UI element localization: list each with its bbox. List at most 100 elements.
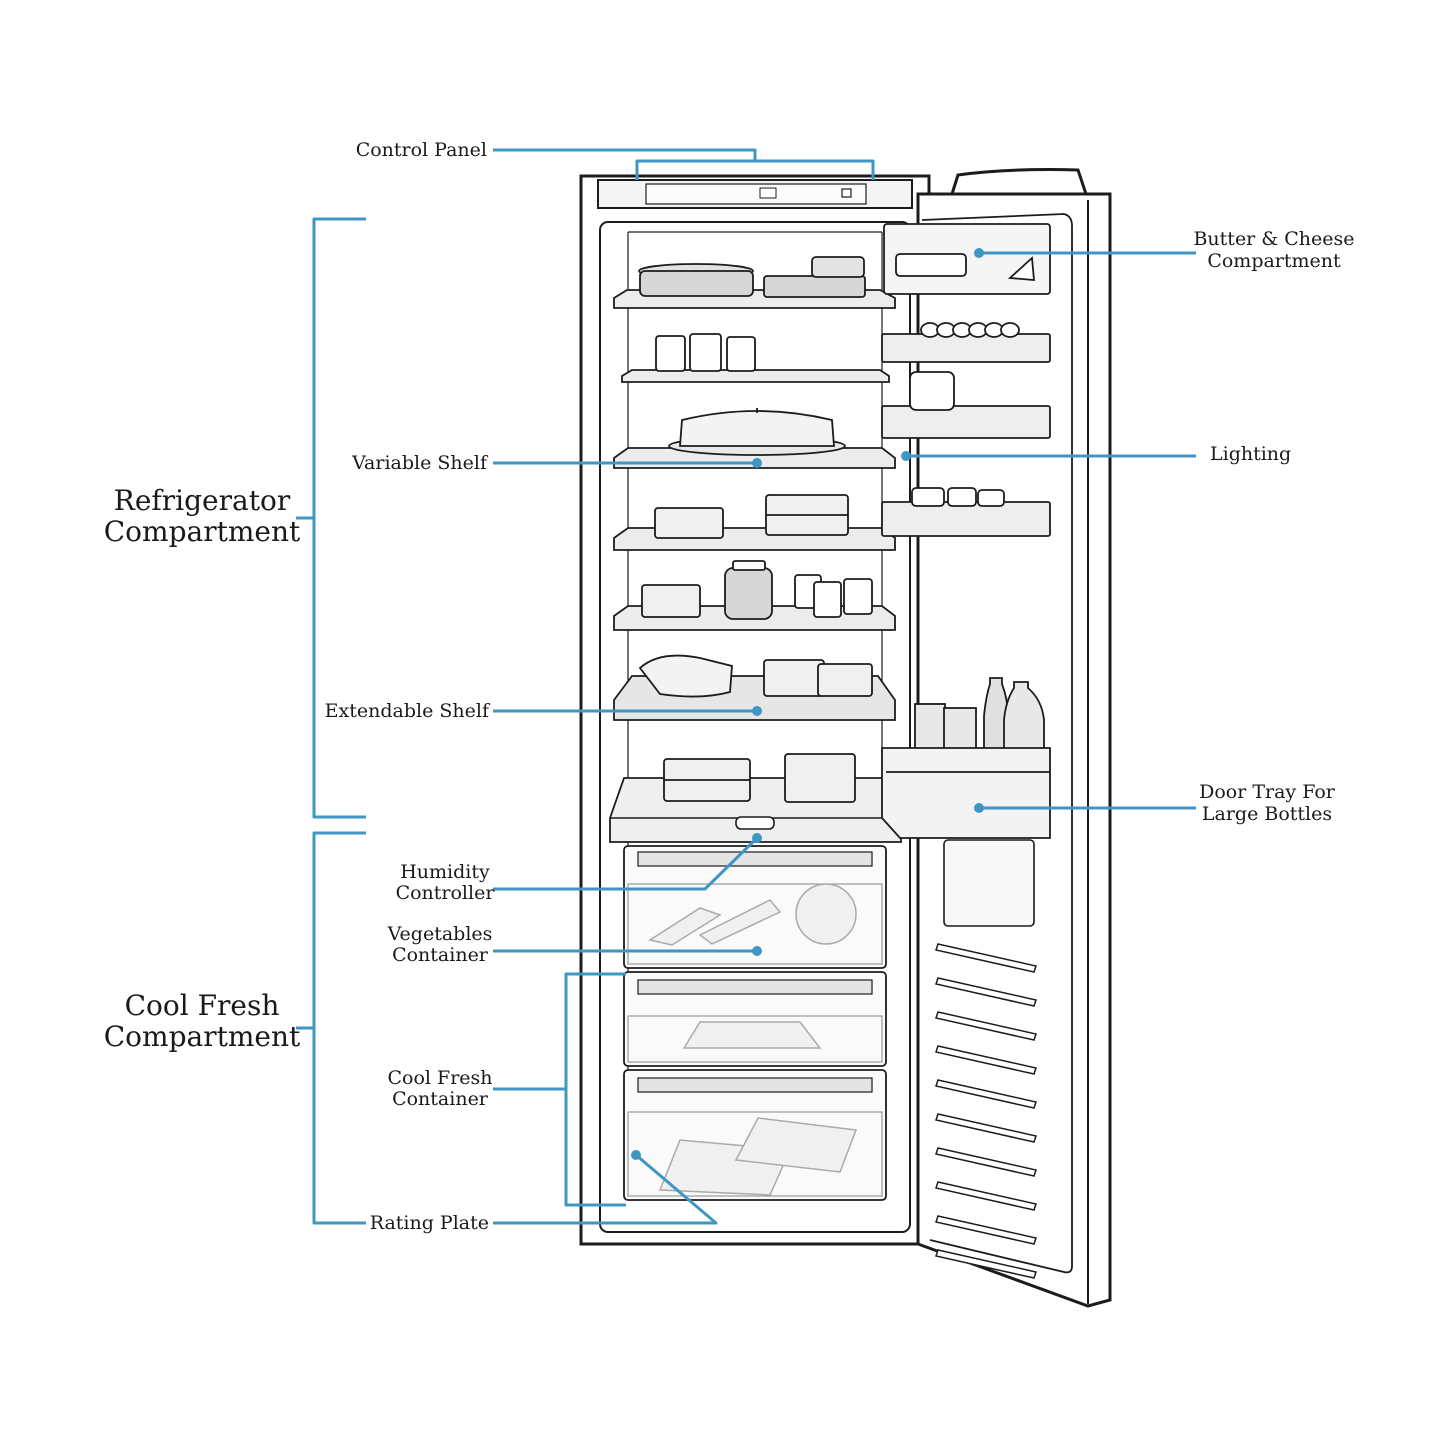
label-vegetables-line2: Container: [392, 944, 489, 966]
item-cup-6: [843, 578, 873, 615]
item-box-3: [641, 584, 701, 618]
item-jar-lid: [732, 560, 766, 571]
item-dish: [763, 275, 866, 298]
item-box-4: [763, 659, 825, 697]
item-cauliflower: [795, 883, 857, 945]
label-extendable-shelf: Extendable Shelf: [325, 700, 491, 722]
item-fish-1: [682, 1021, 822, 1049]
leader-control-panel-bracket: [635, 159, 875, 180]
bottle-2: [1003, 681, 1045, 763]
leader-control-panel: [493, 148, 757, 161]
shelf-7-top-of-drawers: [609, 777, 902, 843]
door-vent-slat: [935, 1181, 1037, 1211]
door-vent-slat: [935, 1045, 1037, 1075]
label-door-tray-line2: Large Bottles: [1202, 803, 1332, 825]
label-vegetables-line1: Vegetables: [387, 923, 493, 945]
cool-fresh-label-line1: Cool Fresh: [125, 989, 280, 1022]
item-cup-2: [689, 333, 722, 372]
control-panel-button: [841, 188, 852, 198]
cool-fresh-drawer-1-front-strip: [637, 979, 873, 995]
door-vent-slat: [935, 1215, 1037, 1245]
control-panel-readout: [759, 187, 777, 199]
item-cup-5: [813, 581, 842, 618]
bracket-refrigerator: [312, 217, 366, 819]
item-cup-3: [726, 336, 756, 372]
drawer-contents: [648, 883, 858, 1196]
item-cup-1: [655, 335, 686, 372]
door-recess: [943, 839, 1035, 927]
leader-lines: [296, 148, 1196, 1225]
item-fish-3: [734, 1117, 858, 1173]
dot-extendable-shelf: [752, 706, 762, 716]
refrigerator-label-line1: Refrigerator: [114, 484, 291, 517]
label-cool-fresh-container-line2: Container: [392, 1088, 489, 1110]
door-jar: [909, 371, 955, 411]
door-vent-slat: [935, 1011, 1037, 1041]
cheese-wedge: [1007, 256, 1035, 281]
item-tray-round-body: [639, 270, 754, 297]
label-door-tray-line1: Door Tray For: [1199, 781, 1336, 803]
dot-humidity-controller: [752, 833, 762, 843]
label-humidity-line1: Humidity: [400, 861, 490, 883]
cool-fresh-drawer-2-inner: [627, 1111, 883, 1197]
cool-fresh-drawer-2-front-strip: [637, 1077, 873, 1093]
door-jar-small-1: [911, 487, 945, 507]
label-butter-cheese-line1: Butter & Cheese: [1193, 228, 1354, 250]
item-box-7: [784, 753, 856, 803]
vegetables-drawer-front-strip: [637, 851, 873, 867]
shelf-items: [638, 256, 873, 803]
item-leeks: [698, 899, 782, 945]
label-rating-plate: Rating Plate: [370, 1212, 489, 1234]
bracket-cool-fresh: [312, 831, 366, 1225]
dot-door-tray: [974, 803, 984, 813]
leader-endpoints: [631, 248, 984, 1160]
egg-tray: [881, 333, 1051, 363]
label-lighting: Lighting: [1210, 443, 1291, 465]
cool-fresh-label-line2: Compartment: [104, 1020, 301, 1053]
bracket-cool-fresh-container: [564, 972, 626, 1207]
label-control-panel: Control Panel: [356, 139, 487, 161]
item-wrapped-food: [638, 654, 733, 698]
item-dish-lid: [811, 256, 865, 278]
shelf-2: [621, 369, 890, 383]
item-jar: [724, 567, 773, 620]
door-vent-slat: [935, 1113, 1037, 1143]
item-box-5: [817, 663, 873, 697]
leader-humidity-controller: [493, 836, 759, 891]
large-bottle-tray: [881, 747, 1051, 839]
dot-variable-shelf: [752, 458, 762, 468]
door-vent-slat: [935, 1249, 1037, 1279]
item-box-1: [654, 507, 724, 539]
part-labels-right: Butter & Cheese Compartment Lighting Doo…: [1193, 228, 1354, 825]
door-liner: [921, 213, 1073, 1274]
door-vent-slat: [935, 1147, 1037, 1177]
door-jar-small-2: [947, 487, 977, 507]
label-butter-cheese-line2: Compartment: [1207, 250, 1341, 272]
leader-rating-plate: [493, 1153, 718, 1225]
section-labels: Refrigerator Compartment Cool Fresh Comp…: [104, 484, 301, 1053]
door-shelf-2: [881, 405, 1051, 439]
butter-dish: [895, 253, 967, 277]
cool-fresh-drawer-1-inner: [627, 1015, 883, 1063]
door-vent-slat: [935, 977, 1037, 1007]
door-bins: [881, 223, 1051, 839]
door-shelf-3: [881, 501, 1051, 537]
dot-vegetables-container: [752, 946, 762, 956]
door-jar-small-3: [977, 489, 1005, 507]
refrigerator-label-line2: Compartment: [104, 515, 301, 548]
dot-butter-cheese: [974, 248, 984, 258]
egg: [1000, 322, 1020, 338]
label-humidity-line2: Controller: [396, 882, 496, 904]
humidity-controller-knob: [735, 816, 775, 830]
door-vents: [935, 943, 1037, 1279]
label-cool-fresh-container-line1: Cool Fresh: [387, 1067, 492, 1089]
door-vent-slat: [935, 1079, 1037, 1109]
eggs: [920, 322, 1020, 338]
vegetables-drawer-inner: [627, 883, 883, 965]
dot-lighting: [901, 451, 911, 461]
control-panel-display: [645, 183, 867, 205]
item-carrots: [648, 907, 722, 946]
door-handle-top: [950, 168, 1088, 195]
